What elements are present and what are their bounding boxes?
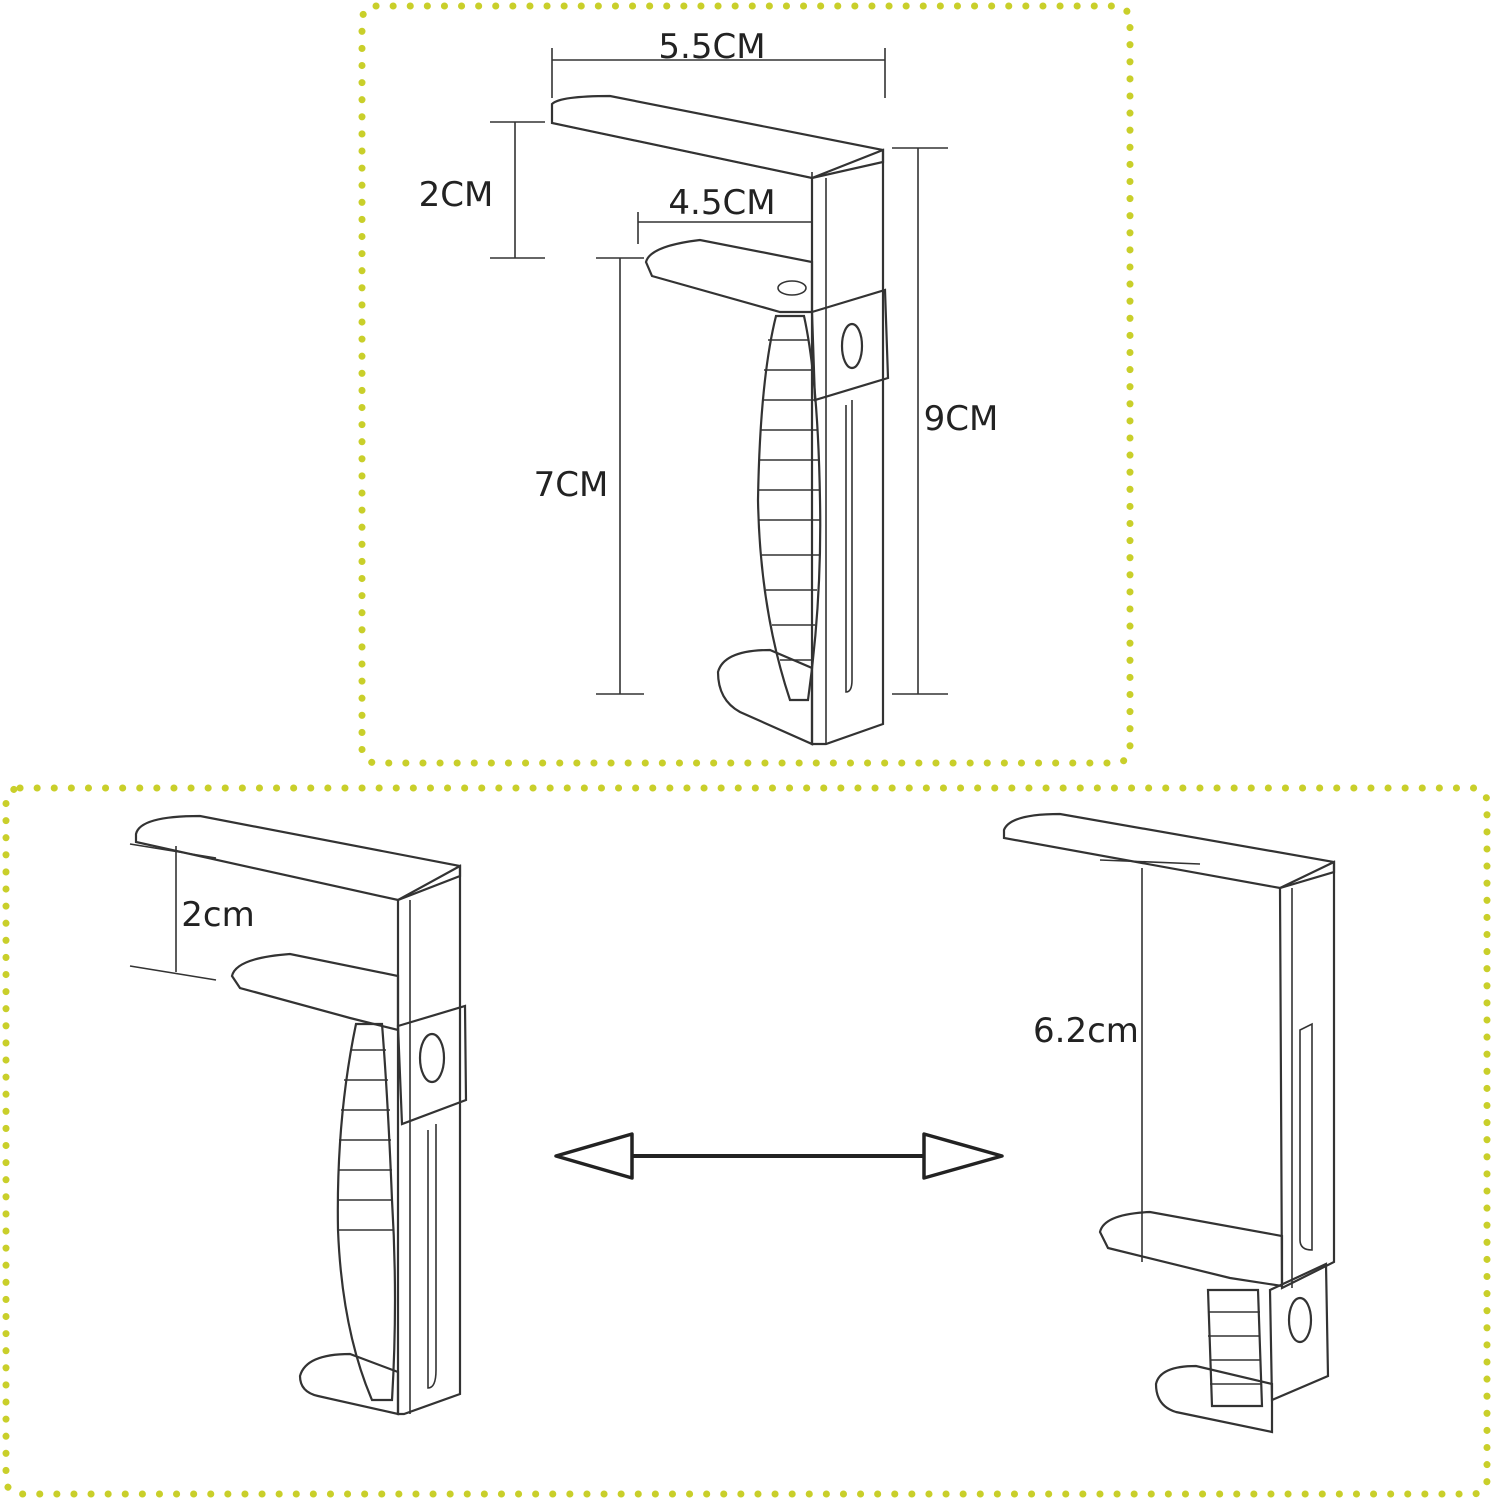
dim-left-gap: [129, 843, 217, 981]
label-right-gap: 6.2cm: [1033, 1011, 1139, 1051]
label-lower-height: 7CM: [534, 465, 609, 505]
label-total-height: 9CM: [924, 399, 999, 439]
dim-total-height: [892, 147, 948, 695]
label-inner-width: 4.5CM: [668, 183, 775, 223]
top-clamp-drawing: [550, 94, 890, 746]
dim-gap-height: [490, 121, 545, 259]
dim-top-width: [551, 48, 886, 98]
double-arrow-icon: [554, 1132, 1004, 1180]
dim-inner-width: [637, 212, 812, 244]
label-top-width: 5.5CM: [658, 27, 765, 67]
label-gap-height: 2CM: [419, 175, 494, 215]
bottom-panel-border: [2, 784, 1491, 1498]
top-panel-border: [358, 2, 1134, 767]
label-left-gap: 2cm: [181, 895, 254, 935]
dim-right-gap: [1099, 859, 1201, 1262]
right-clamp-drawing: [1002, 812, 1336, 1434]
dim-lower-height: [596, 257, 644, 695]
left-clamp-drawing: [134, 814, 468, 1416]
